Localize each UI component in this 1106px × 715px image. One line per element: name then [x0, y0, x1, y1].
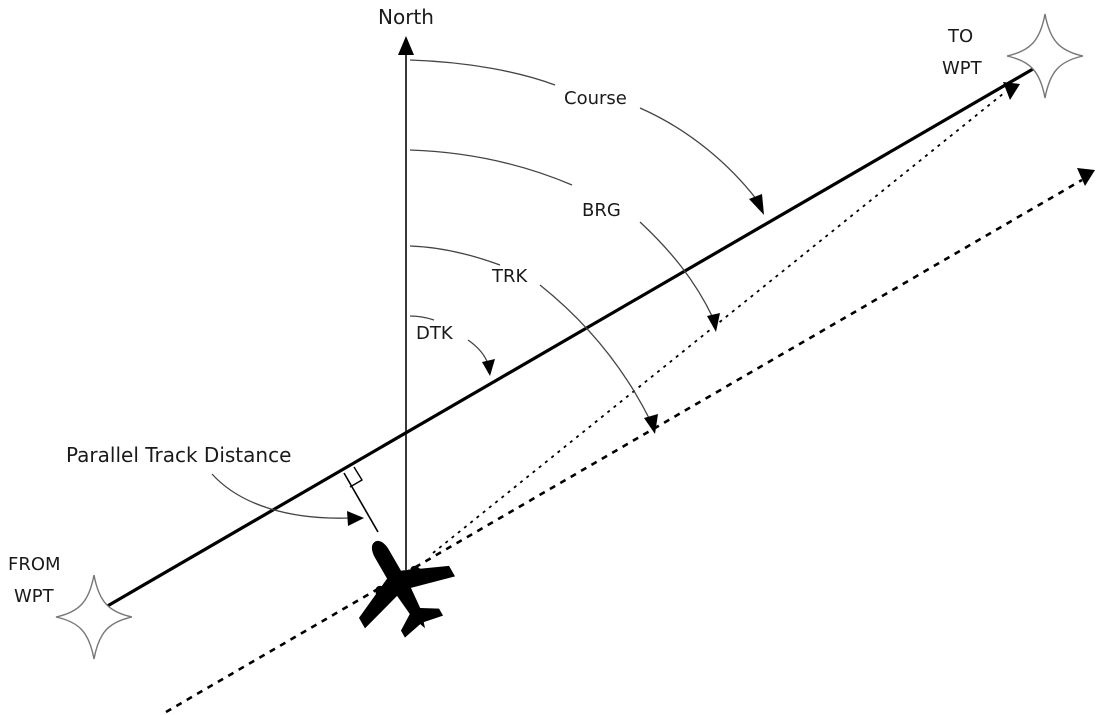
dtk-arc-arrowhead: [482, 359, 495, 376]
brg-arc-arrow: [639, 221, 714, 319]
from-wpt-label-line2: WPT: [14, 586, 55, 607]
course-arc-arrowhead: [749, 194, 764, 215]
to-waypoint-star-icon: [1006, 13, 1084, 99]
course-line: [103, 67, 1034, 610]
dtk-label: DTK: [416, 323, 454, 344]
course-label: Course: [564, 88, 627, 109]
north-arrowhead: [398, 36, 414, 55]
course-arc-arrow: [639, 107, 758, 201]
dtk-arc: [409, 315, 435, 321]
parallel-track-arrowhead: [1077, 168, 1095, 186]
trk-arc-arrow: [539, 284, 651, 421]
bearing-track-arrowhead: [1003, 82, 1020, 100]
parallel-track-line: [165, 178, 1083, 714]
trk-arc-arrowhead: [644, 414, 658, 434]
right-angle-mark: [349, 466, 363, 488]
parallel-distance-arc: [211, 473, 351, 519]
brg-arc-arrowhead: [707, 313, 720, 332]
parallel-distance-arrowhead: [347, 511, 364, 526]
north-label: North: [378, 5, 434, 29]
dtk-arc-arrow: [467, 339, 489, 365]
to-wpt-label-line2: WPT: [942, 58, 983, 79]
from-waypoint-star-icon: [55, 574, 133, 660]
from-wpt-label-line1: FROM: [8, 554, 61, 575]
bearing-track-line: [432, 92, 1005, 554]
trk-label: TRK: [491, 266, 529, 287]
to-wpt-label-line1: TO: [947, 26, 973, 47]
course-arc: [409, 59, 556, 86]
brg-label: BRG: [582, 200, 621, 221]
parallel-track-distance-label: Parallel Track Distance: [66, 443, 291, 467]
brg-arc: [409, 149, 573, 186]
parallel-distance-line: [343, 472, 379, 533]
trk-arc: [409, 245, 501, 266]
airplane-icon: [358, 540, 456, 638]
